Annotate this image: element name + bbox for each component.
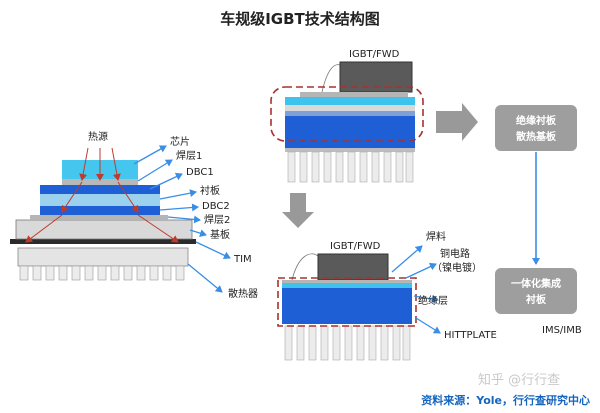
- dbc2-label: DBC2: [202, 201, 230, 212]
- down-gray-arrow: [282, 193, 314, 228]
- right-gray-arrow: [436, 103, 478, 141]
- substrate-label: 衬板: [200, 184, 220, 197]
- bottom-heatsink-fins: [284, 325, 411, 361]
- box1-line2: 散热基板: [516, 130, 557, 143]
- solder-label: 焊料: [426, 230, 446, 243]
- box2-line1: 一体化集成: [511, 277, 561, 290]
- bottom-right-module: IGBT/FWD 焊料 铜电路 （镍电镀） 绝缘层 HITTPLATE: [277, 230, 497, 361]
- bottom-insulation: [282, 288, 412, 324]
- insulation-label: 绝缘层: [418, 294, 448, 307]
- nickel-plating-label: （镍电镀）: [432, 261, 482, 274]
- bottom-solder: [282, 280, 412, 283]
- heatsink-base: [17, 247, 189, 267]
- diagram-title: 车规级IGBT技术结构图: [220, 10, 380, 28]
- solder1-layer: [62, 179, 138, 185]
- box1-line1: 绝缘衬板: [516, 114, 557, 127]
- hittplate-label: HITTPLATE: [444, 330, 497, 341]
- left-stack: 热源 芯片 焊层1 DBC1 衬板 DBC2 焊层2 基板 TIM 散热器: [10, 130, 258, 300]
- baseplate-label: 基板: [210, 228, 230, 241]
- top-chip-label: IGBT/FWD: [349, 49, 400, 60]
- top-tim: [285, 148, 415, 152]
- left-label-arrows: [133, 145, 231, 293]
- insulated-substrate-box: [495, 105, 577, 151]
- dbc1-label: DBC1: [186, 167, 214, 178]
- heat-flow-arrows: [25, 147, 179, 243]
- substrate-layer: [40, 194, 160, 206]
- top-solder: [300, 92, 408, 97]
- tim-layer: [10, 239, 196, 244]
- solder2-layer: [30, 215, 168, 220]
- top-ceramic: [285, 105, 415, 111]
- top-dbc-upper: [285, 97, 415, 105]
- top-heatsink-fins: [287, 151, 414, 183]
- bottom-igbt-chip: [317, 253, 389, 281]
- heatsink-fins: [19, 265, 185, 281]
- copper-circuit-label: 铜电路: [440, 247, 470, 260]
- box2-line2: 衬板: [526, 293, 547, 306]
- solder1-label: 焊层1: [176, 150, 202, 162]
- source-note: 资料来源：Yole，行行查研究中心: [421, 393, 590, 407]
- heatsink-label: 散热器: [228, 287, 258, 300]
- bottom-dashed-highlight: [277, 277, 417, 327]
- bottom-chip-label: IGBT/FWD: [330, 241, 381, 252]
- chip-label: 芯片: [170, 135, 190, 148]
- solder2-label: 焊层2: [204, 214, 230, 226]
- top-dbc-lower: [285, 111, 415, 116]
- bottom-bond-wire: [291, 253, 319, 281]
- top-dashed-highlight: [270, 86, 424, 142]
- dbc2-layer: [40, 206, 160, 215]
- integrated-substrate-box: [495, 268, 577, 314]
- tim-label: TIM: [233, 254, 252, 265]
- bottom-label-arrows: [391, 245, 441, 334]
- heat-source-label: 热源: [88, 130, 108, 143]
- top-baseplate: [285, 116, 415, 148]
- bottom-copper-circuit: [282, 283, 412, 288]
- watermark-text: 知乎 @行行查: [478, 372, 560, 388]
- ims-label: IMS/IMB: [542, 325, 582, 336]
- dbc1-layer: [40, 185, 160, 194]
- top-right-module: IGBT/FWD: [270, 49, 424, 183]
- bond-wire: [321, 64, 343, 93]
